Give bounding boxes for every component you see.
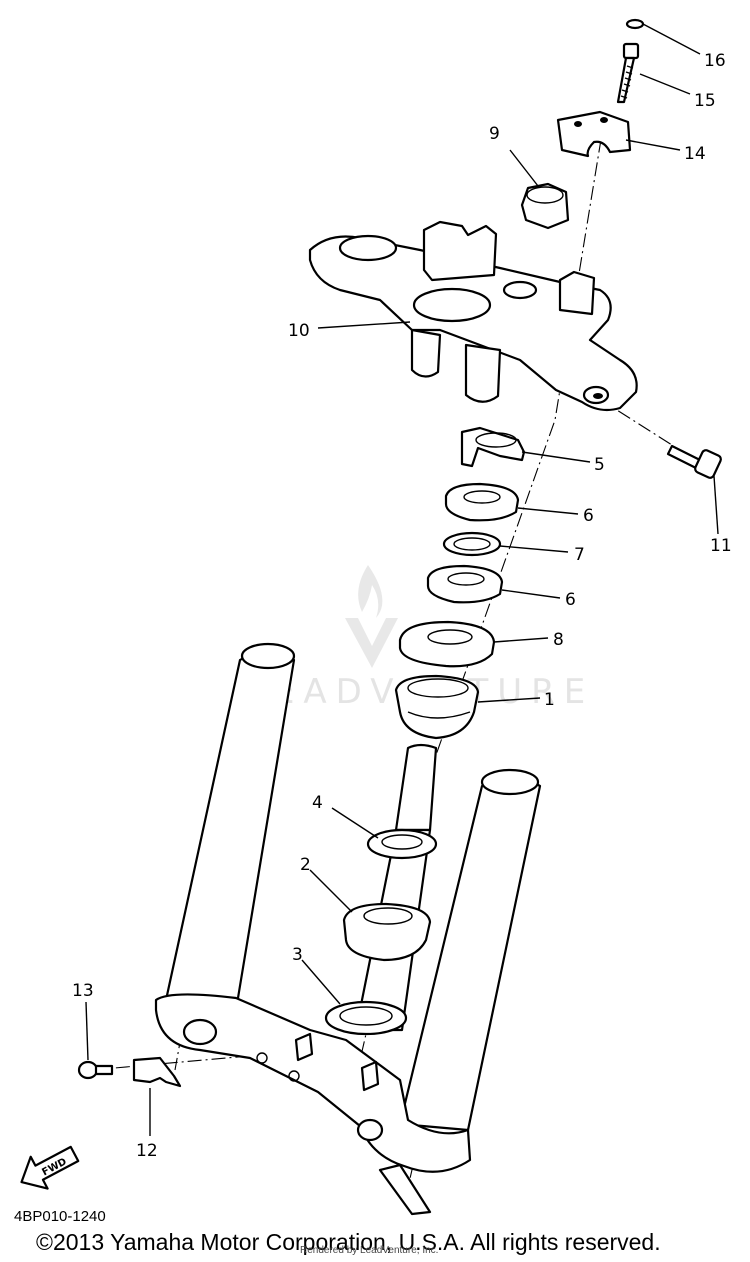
callout-15: 15	[694, 91, 716, 111]
part-9-nut	[520, 182, 570, 230]
callout-3: 3	[292, 945, 303, 965]
callout-6-lower: 6	[565, 590, 576, 610]
callout-7: 7	[574, 545, 585, 565]
part-2-lower-bearing	[342, 902, 432, 962]
callout-9: 9	[489, 124, 500, 144]
fwd-arrow-icon: FWD	[20, 1145, 80, 1190]
under-bracket	[154, 993, 472, 1216]
diagram-code: 4BP010-1240	[14, 1208, 106, 1225]
rendered-by-credit: Rendered by LeadVenture, Inc.	[300, 1245, 439, 1256]
callout-12: 12	[136, 1141, 158, 1161]
callout-13: 13	[72, 981, 94, 1001]
part-14-handlebar-clamp	[556, 110, 632, 158]
callout-14: 14	[684, 144, 706, 164]
part-10-upper-bracket	[308, 220, 638, 412]
left-fork-tube	[164, 642, 296, 1012]
part-8-bearing-cover	[398, 620, 496, 668]
part-11-pinch-bolt	[666, 444, 722, 479]
part-12-hose-guide	[132, 1056, 182, 1088]
callout-8: 8	[553, 630, 564, 650]
part-1-upper-bearing	[394, 674, 480, 740]
part-13-screw	[77, 1060, 114, 1080]
right-fork-tube	[398, 768, 542, 1132]
callout-16: 16	[704, 51, 726, 71]
part-steering-stem	[354, 743, 438, 1032]
callout-5: 5	[594, 455, 605, 475]
part-16-cap	[625, 18, 645, 30]
callout-2: 2	[300, 855, 311, 875]
part-7-washer	[442, 531, 502, 557]
callout-10: 10	[288, 321, 310, 341]
part-3-bearing-race	[324, 1000, 408, 1036]
part-6-ring-nut-upper	[444, 482, 520, 522]
part-15-bolt	[616, 42, 640, 104]
part-5-lock-washer	[460, 426, 526, 468]
callout-11: 11	[710, 536, 732, 556]
callout-6-upper: 6	[583, 506, 594, 526]
callout-4: 4	[312, 793, 323, 813]
callout-labels: 16 15 14 9 10 5 6 7 6 11 8 1 4 2 3 13 12	[72, 51, 732, 1161]
copyright-notice: ©2013 Yamaha Motor Corporation, U.S.A. A…	[36, 1229, 661, 1255]
bolt-axis	[597, 397, 673, 446]
leader-lines	[85, 23, 719, 1136]
screw-axis	[91, 1054, 261, 1071]
callout-1: 1	[544, 690, 555, 710]
part-6-ring-nut-lower	[426, 564, 504, 604]
part-4-dust-seal	[366, 828, 438, 860]
